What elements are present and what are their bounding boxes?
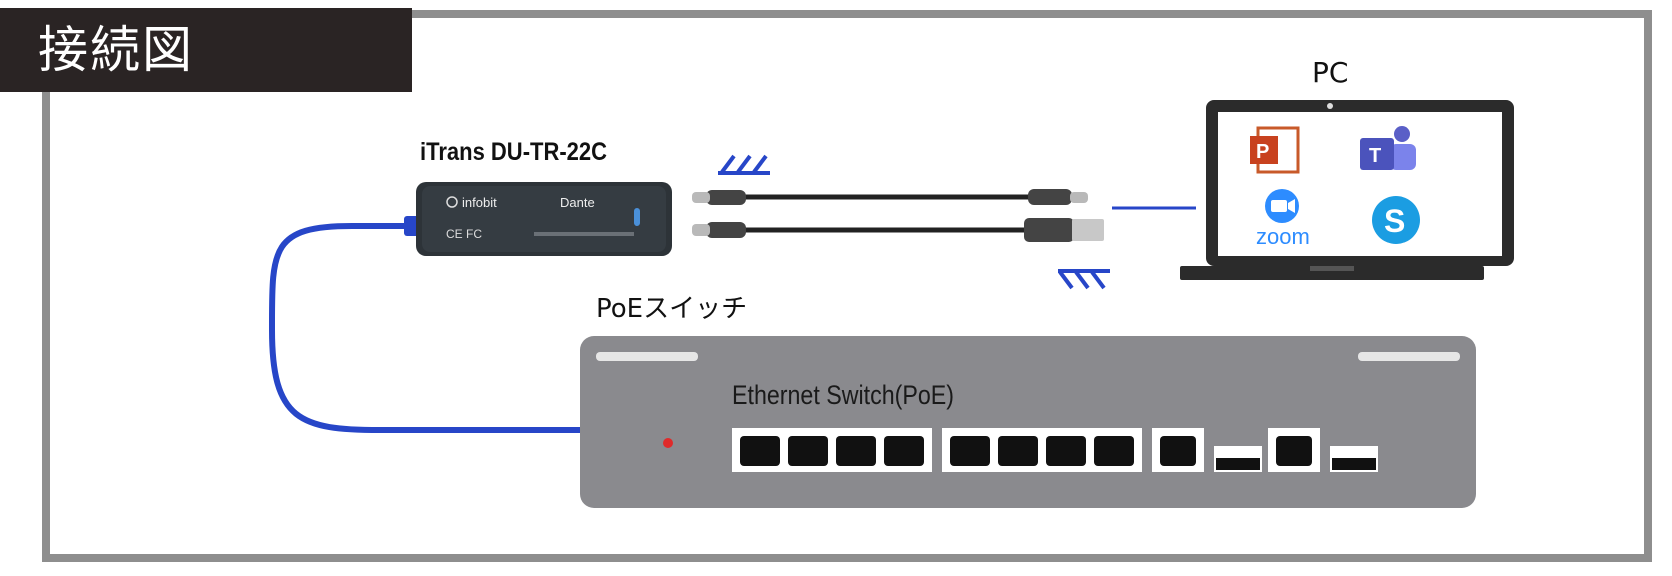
power-led-icon xyxy=(663,438,673,448)
usb-c-plug-left-bottom xyxy=(706,222,746,238)
zoom-text: zoom xyxy=(1256,224,1310,249)
cable-hatch-marks-top xyxy=(718,154,770,175)
usb-c-plug-left-top xyxy=(706,190,746,205)
device-marks: CE FC xyxy=(446,227,482,241)
ethernet-switch xyxy=(580,336,1476,508)
uplink-port-2 xyxy=(1276,436,1312,466)
uplink-port-1 xyxy=(1160,436,1196,466)
ethernet-port-group-1 xyxy=(740,436,924,466)
device-brand: infobit xyxy=(462,195,497,210)
sfp-port-1 xyxy=(1216,458,1260,470)
infobit-logo-icon xyxy=(446,196,458,208)
ethernet-cable xyxy=(268,223,585,433)
pc-label: PC xyxy=(1312,56,1349,89)
powerpoint-icon: P xyxy=(1250,126,1300,174)
device-label: iTrans DU-TR-22C xyxy=(420,138,608,166)
status-led-icon xyxy=(634,208,640,226)
page-title: 接続図 xyxy=(0,8,412,92)
skype-icon: S xyxy=(1372,196,1420,244)
teams-letter: T xyxy=(1369,145,1381,167)
sfp-port-2 xyxy=(1332,458,1376,470)
powerpoint-letter: P xyxy=(1256,141,1269,163)
usb-cables xyxy=(692,154,1110,290)
laptop: P T zoom S xyxy=(1180,100,1514,280)
usb-a-plug-right-bottom xyxy=(1024,218,1074,242)
poe-switch-label: PoEスイッチ xyxy=(596,294,748,324)
teams-icon: T xyxy=(1360,126,1416,170)
dante-device: infobit Dante CE FC xyxy=(416,182,672,256)
usb-c-plug-right-top xyxy=(1028,189,1072,205)
device-partner: Dante xyxy=(560,195,595,210)
zoom-icon: zoom xyxy=(1256,189,1310,249)
skype-letter: S xyxy=(1384,203,1405,239)
ethernet-port-group-2 xyxy=(950,436,1134,466)
cable-hatch-marks-bottom xyxy=(1058,269,1110,290)
switch-name: Ethernet Switch(PoE) xyxy=(732,380,954,410)
